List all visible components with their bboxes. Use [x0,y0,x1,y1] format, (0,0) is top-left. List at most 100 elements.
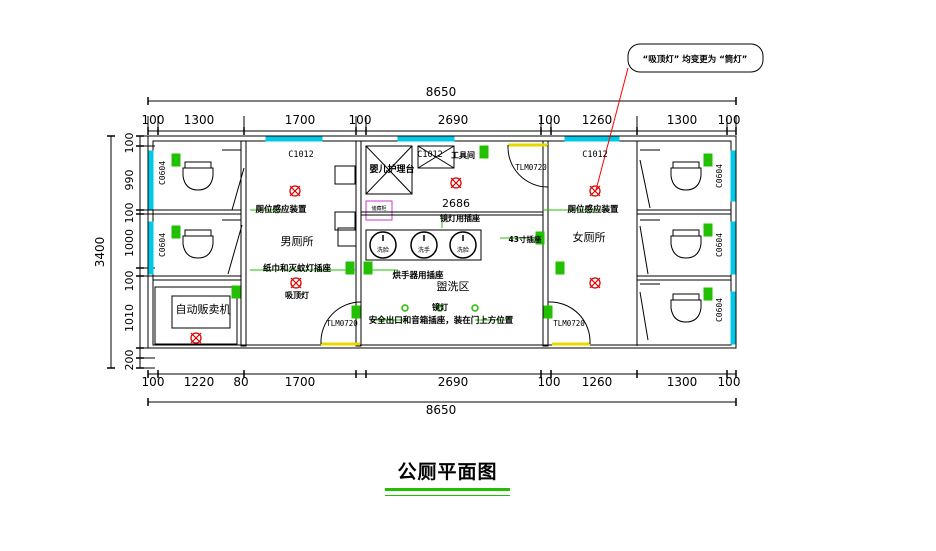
baby-table-x2 [365,145,413,195]
door-swing-right [547,301,591,345]
top-dim-6: 1260 [582,113,613,127]
green-marker-4 [363,261,373,275]
ceiling-lamp-2 [450,177,462,189]
toilet-women-2-tank [672,229,700,237]
left-dim-1: 990 [123,170,136,191]
ceiling-lamp-3 [589,185,601,197]
left-dim-4: 100 [123,271,136,292]
room-vending: 自动贩卖机 [176,302,231,316]
ceiling-lamp-x2-3 [589,185,601,197]
top-dim-0: 100 [142,113,165,127]
green-marker-9 [479,145,489,159]
bottom-dim-7: 1300 [667,375,698,389]
bottom-dim-4: 2690 [438,375,469,389]
green-marker-7 [543,305,553,319]
wash-counter [365,229,482,261]
label-socket-43: 43寸插座 [509,234,542,244]
label-ceiling-lamp: 吸顶灯 [285,290,309,300]
door-tlm-right: TLM0720 [553,319,585,328]
change-note-callout: “吸顶灯” 均变更为 “筒灯” [595,43,764,191]
top-dim-1: 1300 [184,113,215,127]
green-marker-1 [171,225,181,239]
exit-light-2 [471,304,479,312]
stall-door-l1 [231,167,245,211]
left-dim-5: 1010 [123,304,136,332]
sink-1: 洗脸 [369,231,397,259]
toilet-women-3 [670,299,702,323]
ceiling-lamp-x2-0 [289,185,301,197]
toilet-women-3-tank [672,293,700,301]
door-c1012-right: C1012 [582,150,608,160]
toilet-men-1 [182,167,214,191]
door-swing-top [507,144,549,188]
ceiling-lamp-4 [589,277,601,289]
toilet-women-1 [670,167,702,191]
window-right-1 [730,221,736,275]
top-dim-3: 100 [349,113,372,127]
label-men-alarm: 厕位感应装置 [255,204,307,215]
title-underline-thin [385,495,510,496]
ceiling-lamp-0 [289,185,301,197]
stall-door-r2 [639,225,649,275]
window-c0604-a: C0604 [158,161,167,185]
overall-width-top: 8650 [426,85,457,99]
label-inner-2686: 2686 [442,197,470,210]
wall-men-left [240,140,247,347]
green-marker-3 [345,261,355,275]
door-c1012-mid: C1012 [417,150,443,160]
sink-1-label: 洗脸 [377,246,389,254]
door-tlm-left: TLM0720 [326,319,358,328]
left-dim-3: 1000 [123,229,136,257]
baby-table-box [365,145,413,195]
exit-light-1 [436,304,444,312]
urinal-2 [334,211,356,231]
exit-light-0 [401,304,409,312]
bottom-dim-3: 1700 [285,375,316,389]
green-marker-8 [351,305,361,319]
window-c0604-e: C0604 [715,298,724,322]
window-right-0 [730,150,736,202]
door-swing-left [320,301,362,345]
window-top-1 [397,136,455,142]
ceiling-lamp-5 [190,332,202,344]
room-baby-table: 婴儿护理台 [369,163,414,175]
label-small-box: 储藏柜 [371,205,386,212]
left-dim-2: 100 [123,203,136,224]
label-towel-socket: 纸巾和灭蚊灯插座 [263,263,332,274]
window-left-0 [148,150,154,210]
room-washing: 盥洗区 [437,280,470,293]
drawing-title-block: 公厕平面图 [385,457,510,484]
label-mirror-lamp: 镜灯 [432,302,448,312]
ceiling-lamp-x2-4 [589,277,601,289]
door-tlm-top: TLM0720 [515,163,547,172]
bottom-dim-0: 100 [142,375,165,389]
room-service: 工具间 [451,150,475,160]
top-dim-2: 1700 [285,113,316,127]
stall-door-l2 [227,224,243,275]
bottom-dim-6: 1260 [582,375,613,389]
top-dim-4: 2690 [438,113,469,127]
service-x2 [417,145,455,169]
drawing-title: 公厕平面图 [397,461,498,483]
ceiling-lamp-x2-2 [450,177,462,189]
green-marker-12 [703,287,713,301]
bottom-dim-5: 100 [538,375,561,389]
window-top-2 [564,136,620,142]
sink-3-label: 洗脸 [457,246,469,254]
label-hand-dryer-socket: 烘手器用插座 [392,270,444,281]
toilet-men-2 [182,235,214,259]
window-c0604-c: C0604 [715,164,724,188]
green-marker-11 [703,223,713,237]
door-c1012-left: C1012 [288,150,314,160]
ceiling-lamp-1 [290,277,302,289]
ceiling-lamp-x2-5 [190,332,202,344]
title-underline-thick [385,488,510,491]
plan-linework [107,97,737,406]
label-exit-note: 安全出口和音箱插座，装在门上方位置 [369,315,514,326]
outer-wall [147,135,737,349]
bottom-dim-2: 80 [233,375,248,389]
window-c0604-d: C0604 [715,233,724,257]
sink-2-label: 洗手 [418,246,430,254]
label-mirror-socket: 镜灯用插座 [440,213,480,223]
